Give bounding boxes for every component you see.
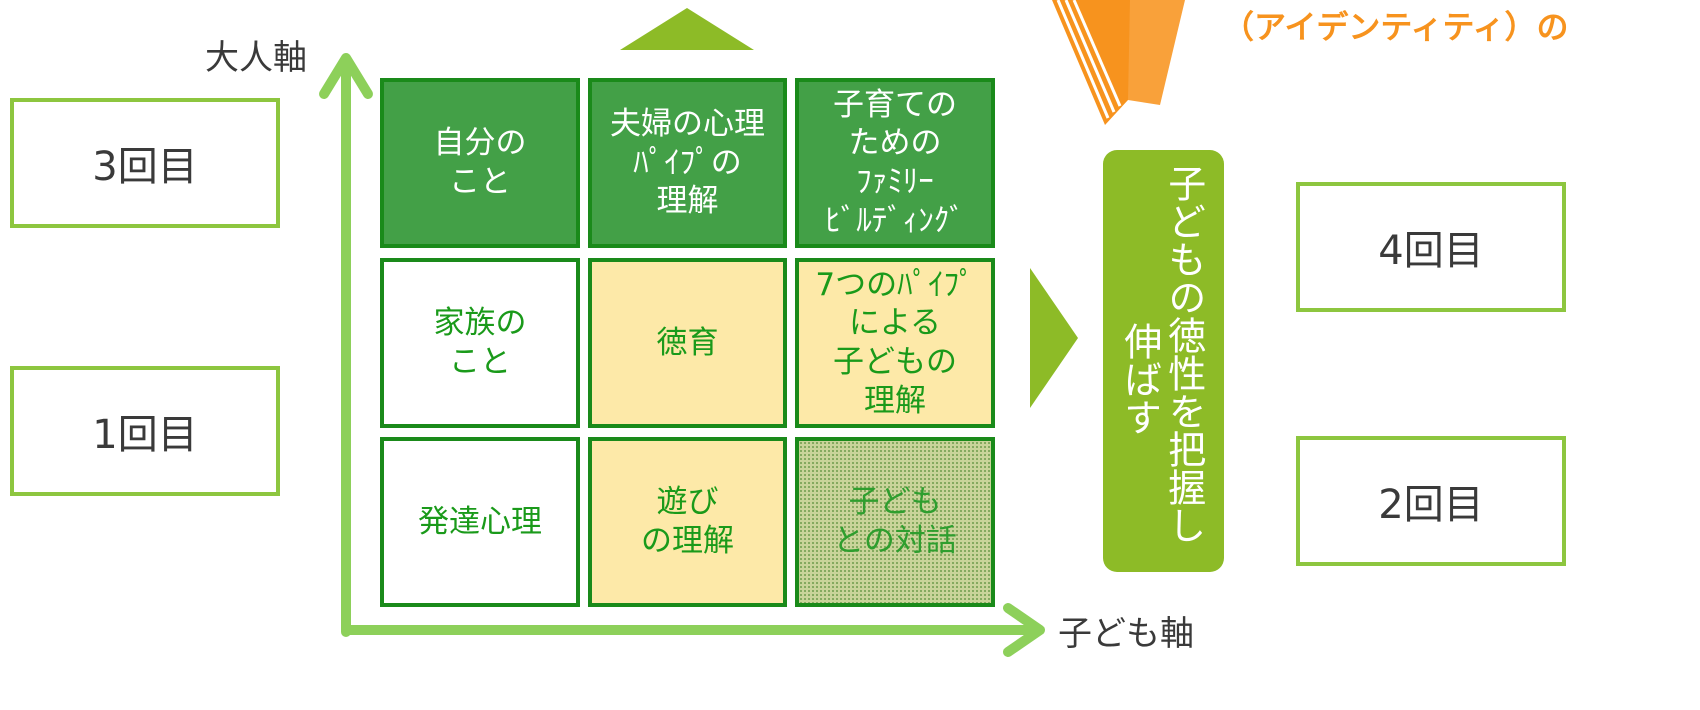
grid-cell-seven-pipes: 7つのﾊﾟｲﾌﾟ による 子どもの 理解 [795, 258, 995, 428]
session-box-4: 4回目 [1296, 182, 1566, 312]
right-triangle-icon [1030, 268, 1078, 408]
session-box-1: 1回目 [10, 366, 280, 496]
grid-cell-developmental-psychology: 発達心理 [380, 437, 580, 607]
session-label-1: 1回目 [92, 412, 198, 458]
horizontal-axis-label: 子ども軸 [1058, 614, 1194, 654]
session-label-4: 4回目 [1378, 228, 1484, 274]
grid-cell-moral-education: 徳育 [588, 258, 787, 428]
session-label-2: 2回目 [1378, 482, 1484, 528]
goal-text-line1: 子どもの徳性を把握し [1161, 164, 1206, 544]
orange-book-icon [1052, 0, 1185, 125]
grid-cell-dialogue: 子ども との対話 [795, 437, 995, 607]
grid-cell-play: 遊び の理解 [588, 437, 787, 607]
up-triangle-icon [620, 8, 754, 50]
grid-cell-family-building: 子育ての ための ﾌｧﾐﾘｰ ﾋﾞﾙﾃﾞｨﾝｸﾞ [795, 78, 995, 248]
goal-box: 子どもの徳性を把握し 伸ばす [1103, 150, 1224, 572]
grid-cell-self: 自分の こと [380, 78, 580, 248]
horizontal-axis-arrow [341, 603, 1045, 657]
goal-text-line2: 伸ばす [1117, 322, 1162, 436]
vertical-axis-arrow [319, 53, 373, 637]
grid-cell-couple-psychology: 夫婦の心理 ﾊﾟｲﾌﾟの 理解 [588, 78, 787, 248]
vertical-axis-label: 大人軸 [205, 38, 307, 78]
grid-cell-family: 家族の こと [380, 258, 580, 428]
session-label-3: 3回目 [92, 144, 198, 190]
session-box-2: 2回目 [1296, 436, 1566, 566]
header-fragment: （アイデンティティ）の [1222, 8, 1569, 46]
session-box-3: 3回目 [10, 98, 280, 228]
